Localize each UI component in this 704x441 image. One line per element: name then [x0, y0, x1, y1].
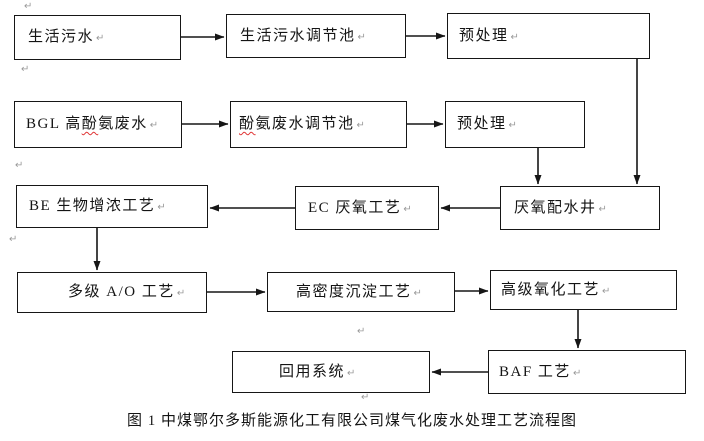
node-label: 生活污水调节池↵	[240, 27, 366, 44]
node-sewage-regulating-tank: 生活污水调节池↵	[226, 14, 406, 58]
node-advanced-oxidation: 高级氧化工艺↵	[490, 270, 677, 310]
node-label: 高密度沉淀工艺↵	[296, 283, 422, 300]
node-bgl-phenol-ammonia-wastewater: BGL 高酚氨废水↵	[14, 101, 182, 148]
node-label: 酚氨废水调节池↵	[239, 116, 365, 132]
paragraph-mark-icon: ↵	[403, 203, 412, 215]
node-label: 预处理↵	[457, 116, 517, 132]
paragraph-mark-icon: ↵	[602, 285, 611, 297]
spellcheck-underline: 酚	[81, 116, 99, 132]
paragraph-mark-icon: ↵	[508, 120, 517, 131]
paragraph-mark-icon: ↵	[510, 31, 519, 43]
paragraph-mark-icon: ↵	[357, 326, 366, 337]
node-phenol-ammonia-regulating-tank: 酚氨废水调节池↵	[230, 101, 407, 148]
paragraph-mark-icon: ↵	[356, 120, 365, 131]
node-anaerobic-distribution-well: 厌氧配水井↵	[500, 186, 660, 230]
paragraph-mark-icon: ↵	[9, 234, 18, 245]
node-label: 回用系统↵	[279, 363, 356, 380]
node-label: BGL 高酚氨废水↵	[26, 116, 159, 132]
paragraph-mark-icon: ↵	[572, 367, 582, 379]
paragraph-mark-icon: ↵	[357, 31, 366, 43]
paragraph-mark-icon: ↵	[21, 64, 30, 75]
node-baf-process: BAF 工艺↵	[488, 350, 686, 394]
paragraph-mark-icon: ↵	[361, 392, 370, 403]
node-label: 预处理↵	[459, 27, 519, 44]
node-label: EC 厌氧工艺↵	[308, 199, 412, 216]
node-be-bio-enrichment: BE 生物增浓工艺↵	[16, 185, 208, 228]
node-label: 多级 A/O 工艺↵	[68, 284, 186, 300]
paragraph-mark-icon: ↵	[176, 288, 186, 299]
paragraph-mark-icon: ↵	[96, 33, 105, 44]
node-ec-anaerobic: EC 厌氧工艺↵	[295, 186, 439, 230]
paragraph-mark-icon: ↵	[157, 202, 166, 213]
node-label: BAF 工艺↵	[499, 363, 582, 380]
node-multistage-ao: 多级 A/O 工艺↵	[17, 272, 207, 313]
node-label: 高级氧化工艺↵	[501, 281, 611, 298]
node-pretreatment-1: 预处理↵	[447, 13, 650, 59]
node-reuse-system: 回用系统↵	[232, 351, 430, 393]
node-label: 生活污水↵	[28, 29, 105, 45]
paragraph-mark-icon: ↵	[598, 203, 607, 215]
paragraph-mark-icon: ↵	[15, 160, 24, 171]
node-high-density-sedimentation: 高密度沉淀工艺↵	[267, 272, 455, 312]
paragraph-mark-icon: ↵	[24, 1, 33, 12]
node-pretreatment-2: 预处理↵	[445, 101, 585, 148]
node-label: 厌氧配水井↵	[514, 199, 607, 216]
node-label: BE 生物增浓工艺↵	[29, 198, 166, 214]
node-domestic-sewage: 生活污水↵	[14, 15, 181, 60]
paragraph-mark-icon: ↵	[347, 367, 356, 379]
spellcheck-underline: 酚	[239, 116, 256, 132]
paragraph-mark-icon: ↵	[413, 287, 422, 299]
figure-caption: 图 1 中煤鄂尔多斯能源化工有限公司煤气化废水处理工艺流程图	[126, 413, 577, 429]
paragraph-mark-icon: ↵	[149, 120, 159, 131]
